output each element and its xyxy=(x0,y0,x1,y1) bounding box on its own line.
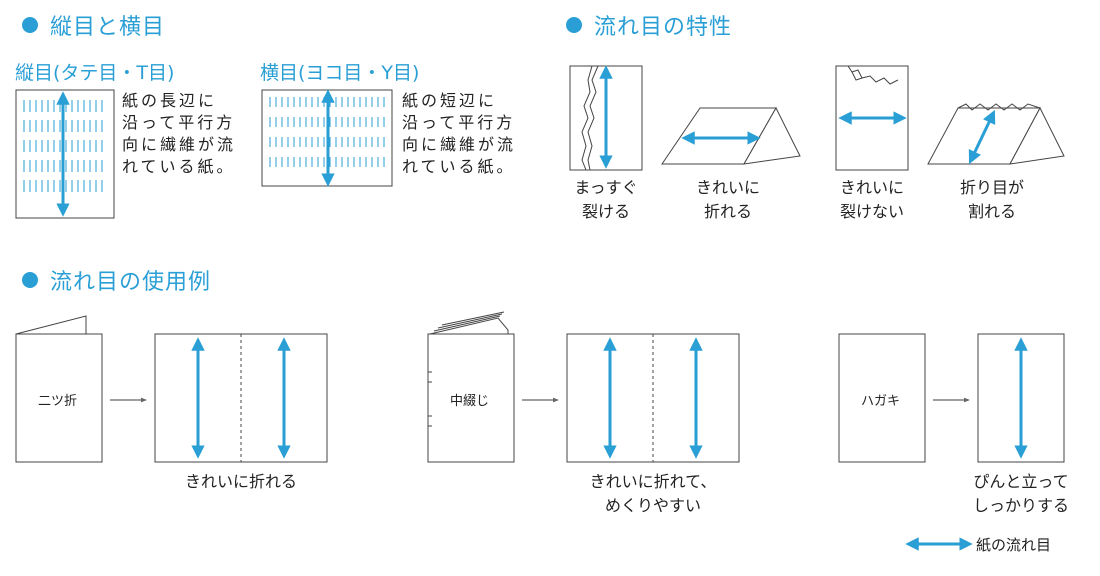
property-caption: 折り目が割れる xyxy=(942,176,1042,224)
folded-leaflet-label: 二ツ折 xyxy=(38,390,77,409)
long-grain-paper xyxy=(16,90,114,218)
short-grain-paper xyxy=(262,90,392,186)
property-caption: まっすぐ裂ける xyxy=(556,176,656,224)
saddle-stitch-booklet-illustration xyxy=(428,312,739,462)
folds-cleanly-illustration xyxy=(662,108,800,164)
property-caption: きれいに折れる xyxy=(678,176,778,224)
tears-straight-illustration xyxy=(570,66,642,170)
fold-cracks-illustration xyxy=(928,104,1064,164)
usage-caption: きれいに折れる xyxy=(155,470,327,494)
folded-leaflet-illustration xyxy=(16,316,327,462)
usage-caption: ぴんと立ってしっかりする xyxy=(955,470,1087,518)
postcard-label: ハガキ xyxy=(861,390,900,409)
saddle-stitch-label: 中綴じ xyxy=(450,390,489,409)
usage-caption: きれいに折れて、めくりやすい xyxy=(567,470,739,518)
tears-unevenly-illustration xyxy=(836,66,908,170)
property-caption: きれいに裂けない xyxy=(822,176,922,224)
legend-label: 紙の流れ目 xyxy=(976,534,1051,555)
